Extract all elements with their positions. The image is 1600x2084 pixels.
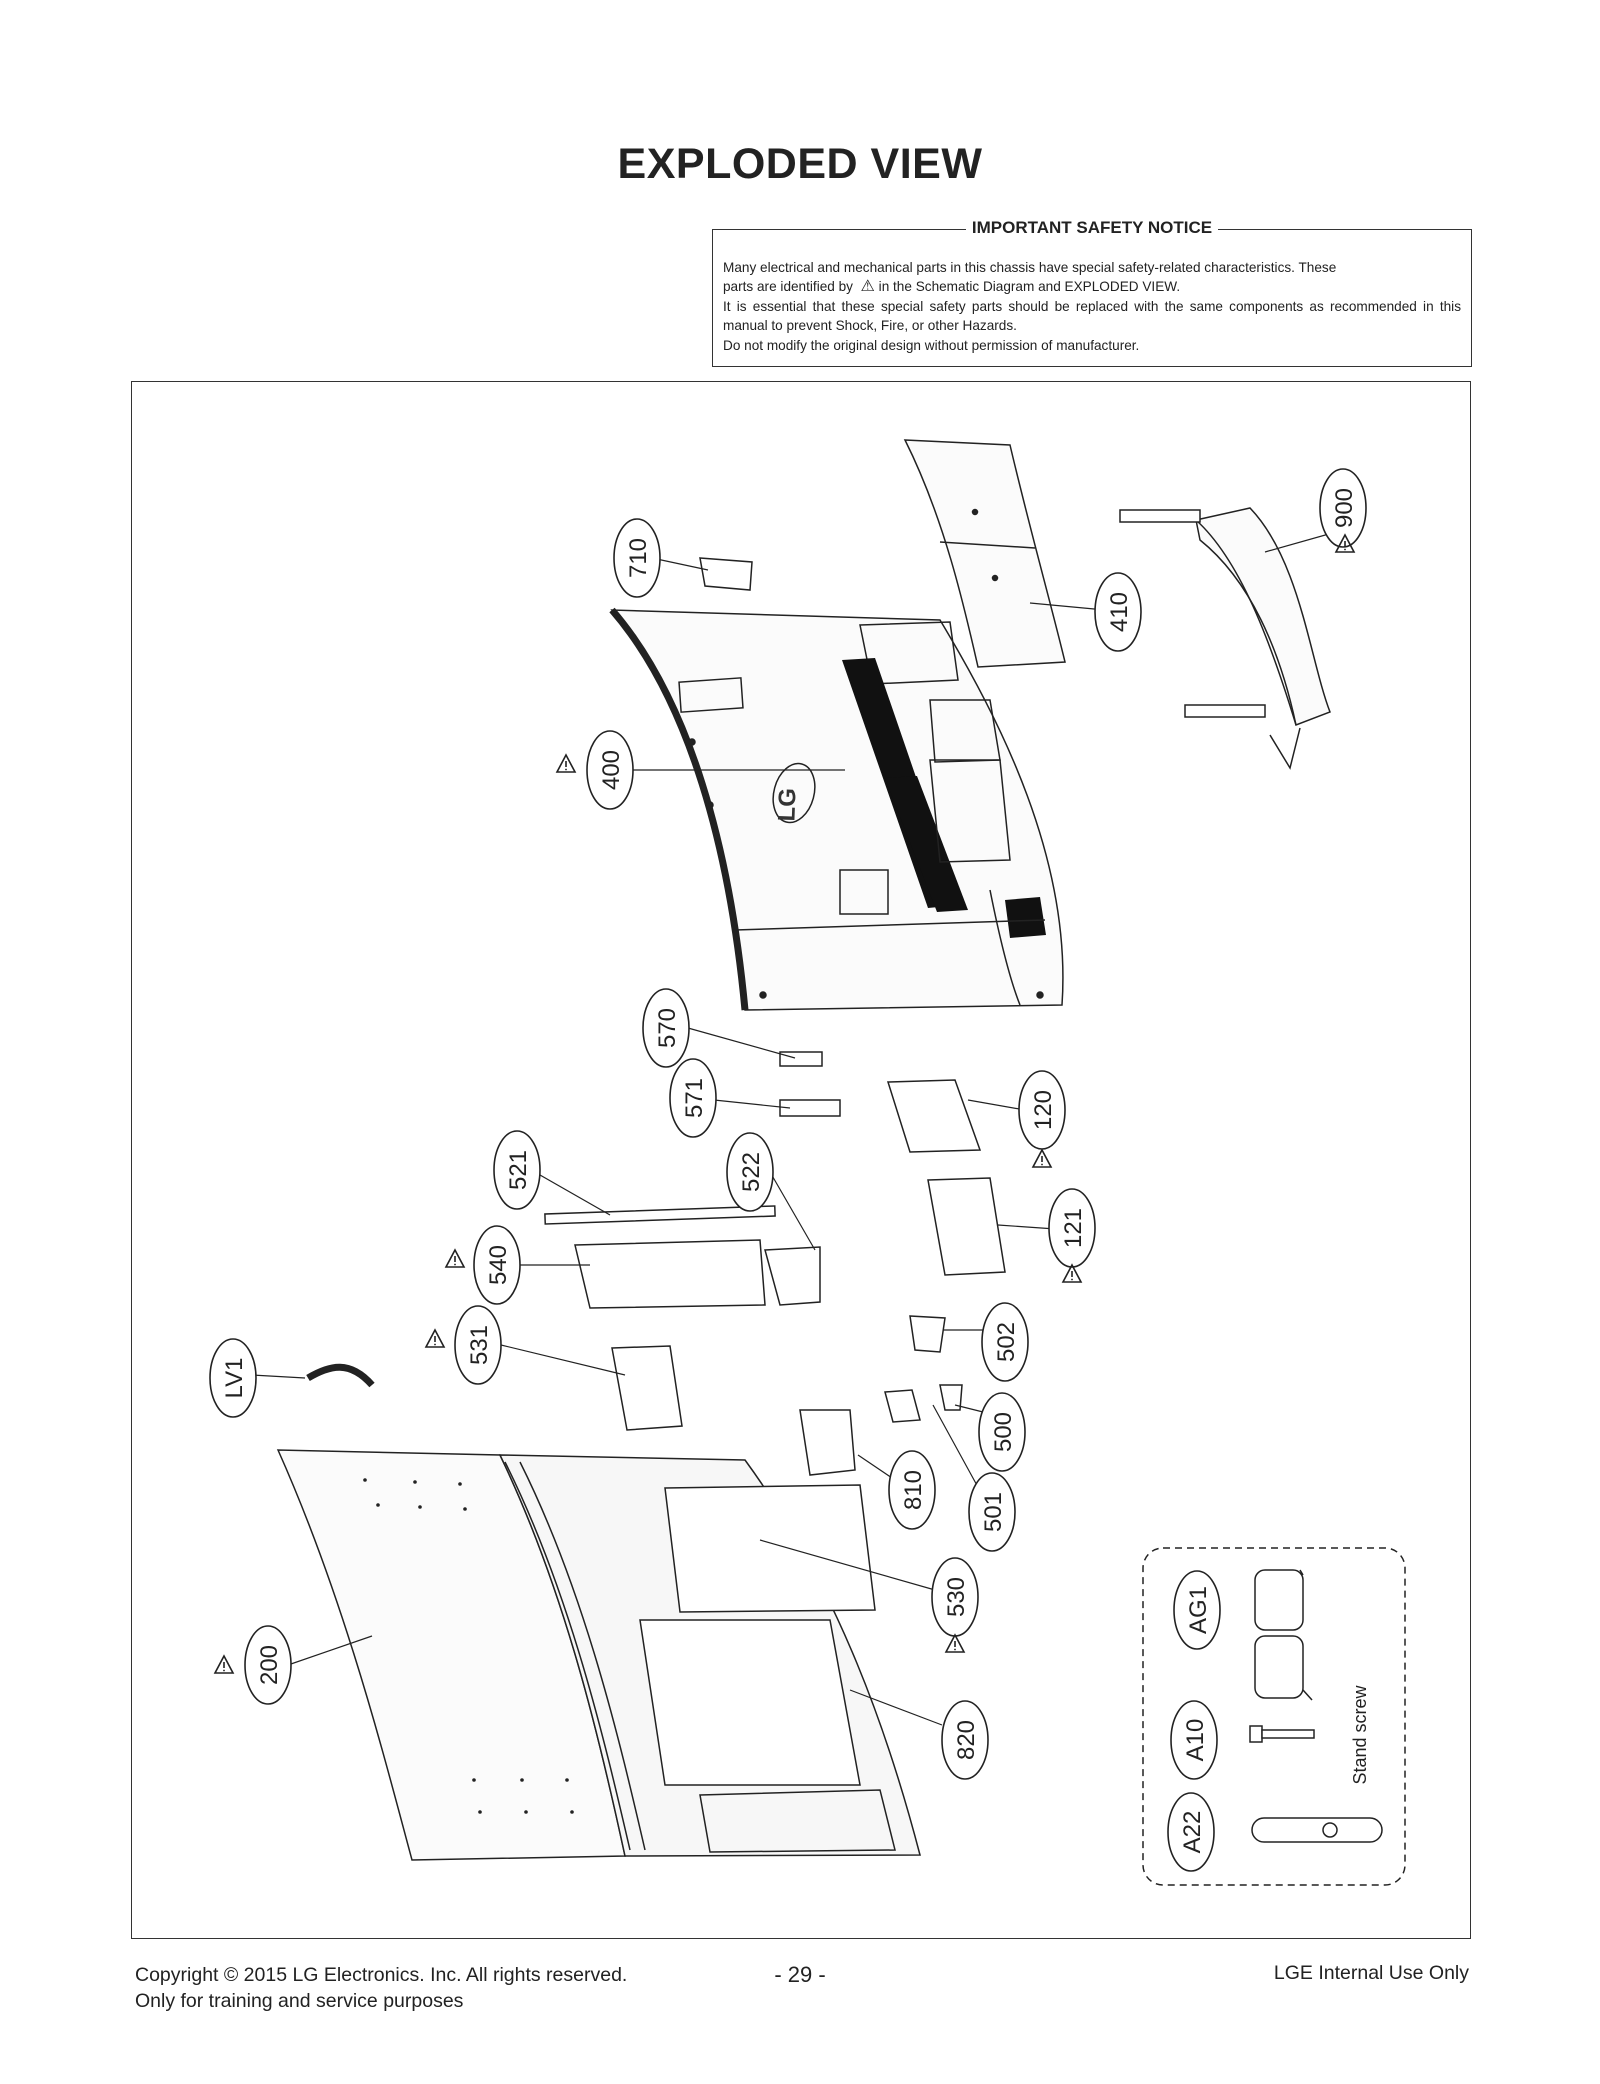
callout-A22: A22 [1179,1811,1206,1854]
callout-522: 522 [738,1152,765,1192]
accessory-remote-part [1251,1817,1383,1843]
safety-notice-body: Many electrical and mechanical parts in … [723,258,1461,355]
callout-A10: A10 [1182,1719,1209,1762]
callout-540: 540 [485,1245,512,1285]
back-cover-brand-logo: LG [773,788,801,822]
safety-notice-line-2-end: in the Schematic Diagram and EXPLODED VI… [878,279,1181,295]
warning-triangle-icon [445,1249,465,1268]
callout-120: 120 [1030,1090,1057,1130]
accessory-glasses-part [1254,1569,1313,1701]
callout-AG1: AG1 [1185,1586,1212,1634]
safety-notice-line-3: It is essential that these special safet… [723,298,1461,334]
cable-part [306,1363,375,1388]
callout-500: 500 [990,1412,1017,1452]
callout-400: 400 [598,750,625,790]
callout-410: 410 [1106,592,1133,632]
callout-LV1: LV1 [221,1358,248,1399]
callout-bubbles [209,468,1367,1872]
safety-notice-line-1: Many electrical and mechanical parts in … [723,260,1337,275]
diagram-frame [131,381,1471,1939]
footer-purpose: Only for training and service purposes [135,1990,464,2012]
warning-triangle-icon: ⚠ [860,278,875,296]
safety-notice-line-2-start: parts are identified by [723,279,853,295]
callout-570: 570 [654,1008,681,1048]
warning-triangle-icon [556,754,576,773]
warning-triangle-icon [945,1634,965,1653]
panel-dot-markings [363,1478,574,1814]
stand-part [1119,507,1331,770]
safety-notice-heading: IMPORTANT SAFETY NOTICE [965,218,1219,237]
safety-notice-box: IMPORTANT SAFETY NOTICE Many electrical … [712,218,1472,367]
small-bracket-part [699,557,753,591]
callout-571: 571 [681,1078,708,1118]
callout-121: 121 [1060,1208,1087,1248]
safety-notice-line-4: Do not modify the original design withou… [723,337,1140,353]
callout-200: 200 [256,1645,283,1685]
page-title: EXPLODED VIEW [617,140,983,188]
footer-left: Copyright © 2015 LG Electronics. Inc. Al… [135,1962,627,2014]
callout-501: 501 [980,1492,1007,1532]
warning-triangle-icon [1032,1149,1052,1168]
rear-cover-panel-part [903,439,1066,668]
callout-502: 502 [993,1322,1020,1362]
callout-labels: 900 410 710 400 570 571 120 121 521 522 … [221,488,1370,1853]
warning-triangle-icon [214,1655,234,1674]
callout-820: 820 [953,1720,980,1760]
footer-page-number: - 29 - [774,1962,826,1987]
callout-521: 521 [505,1150,532,1190]
back-cover-part [609,607,1064,1011]
callout-531: 531 [466,1325,493,1365]
accessory-stand-screw-part [1249,1725,1315,1743]
warning-triangle-icon [425,1329,445,1348]
accessories-box [1142,1547,1406,1886]
stand-screw-label: Stand screw [1350,1684,1370,1784]
callout-900: 900 [1331,488,1358,528]
internal-parts [544,1051,1006,1476]
callout-530: 530 [943,1577,970,1617]
footer-internal-use: LGE Internal Use Only [1273,1962,1469,1984]
safety-notice-line-2: parts are identified by ⚠ in the Schemat… [723,277,1461,296]
callout-710: 710 [625,538,652,578]
footer-copyright: Copyright © 2015 LG Electronics. Inc. Al… [135,1964,628,1986]
callout-810: 810 [900,1470,927,1510]
front-panel-and-frame-part [276,1449,921,1861]
